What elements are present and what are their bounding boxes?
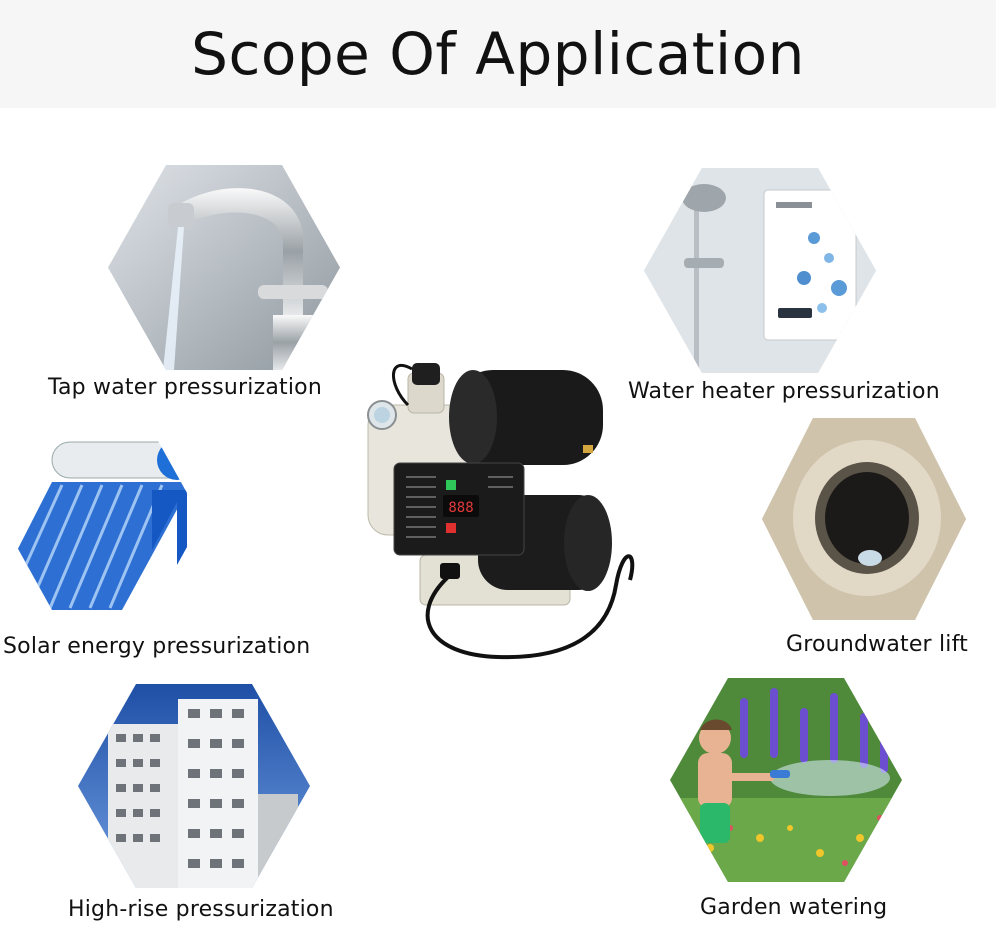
water-pump-icon: 888	[348, 345, 648, 675]
title-banner: Scope Of Application	[0, 0, 996, 108]
application-label-heater: Water heater pressurization	[628, 379, 940, 404]
building-icon	[78, 684, 310, 888]
application-label-tap: Tap water pressurization	[48, 375, 322, 400]
application-label-solar: Solar energy pressurization	[3, 634, 311, 659]
application-label-highrise: High-rise pressurization	[68, 897, 334, 922]
application-label-garden: Garden watering	[700, 895, 888, 920]
water-heater-icon	[644, 168, 876, 373]
solar-heater-icon	[2, 430, 202, 610]
faucet-icon	[108, 165, 340, 370]
display-reading: 888	[448, 500, 473, 516]
page-title: Scope Of Application	[191, 20, 805, 88]
well-icon	[762, 418, 966, 620]
garden-hose-icon	[670, 678, 902, 882]
application-label-ground: Groundwater lift	[786, 632, 969, 657]
